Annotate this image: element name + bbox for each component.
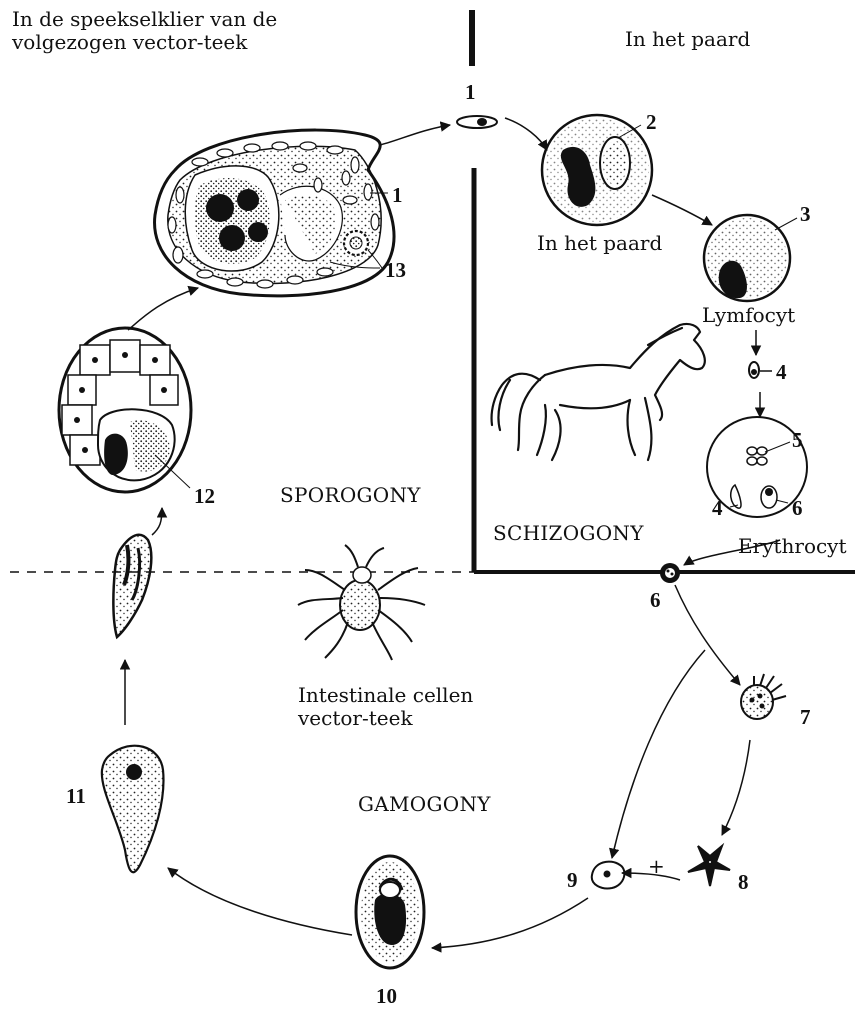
stage-number-1-gland: 1 <box>392 183 403 208</box>
stage-number-4-ring: 4 <box>712 496 723 521</box>
tick-salivary-gland-label: In de speekselklier van de volgezogen ve… <box>12 8 277 54</box>
stage-number-13: 13 <box>385 258 406 283</box>
stage-number-6: 6 <box>650 588 661 613</box>
ray-body-stage <box>741 674 786 719</box>
stage-number-5: 5 <box>792 428 803 453</box>
sporogony-label: SPOROGONY <box>280 484 421 507</box>
zygote-stage <box>592 862 625 889</box>
star-gamete-stage <box>688 846 730 886</box>
stage-number-11: 11 <box>66 784 86 809</box>
stage-number-10: 10 <box>376 984 397 1009</box>
sporoblast-stage <box>113 535 151 637</box>
horse-header-label: In het paard <box>625 28 750 51</box>
lymphocyte-cell <box>704 215 797 301</box>
stage-number-2: 2 <box>646 110 657 135</box>
horse-cell-label: In het paard <box>537 232 662 255</box>
stage-number-1-top: 1 <box>465 80 476 105</box>
stage-number-7: 7 <box>800 705 811 730</box>
ookinete-stage <box>102 746 164 873</box>
tick-drawing <box>298 545 425 660</box>
stage-number-9: 9 <box>567 868 578 893</box>
intestinal-cells-label: Intestinale cellen vector-teek <box>298 684 473 730</box>
lymphocyte-label: Lymfocyt <box>702 304 795 327</box>
plus-sign: + <box>648 855 665 878</box>
stage-number-12: 12 <box>194 484 215 509</box>
erythrocyte-label: Erythrocyt <box>738 535 847 558</box>
horse-drawing <box>492 324 705 460</box>
sporozoite-stage <box>457 116 497 128</box>
merozoite-stage <box>749 362 772 378</box>
gametocyte-stage <box>660 563 680 583</box>
schizogony-label: SCHIZOGONY <box>493 522 644 545</box>
salivary-gland-acinus <box>155 130 394 296</box>
kinete-stage <box>356 856 424 968</box>
gamogony-label: GAMOGONY <box>358 793 491 816</box>
stage-number-6-erythrocyte: 6 <box>792 496 803 521</box>
stage-number-8: 8 <box>738 870 749 895</box>
infected-leukocyte <box>542 115 652 225</box>
stage-number-3: 3 <box>800 202 811 227</box>
sporont-cell <box>59 328 191 492</box>
stage-number-4-merozoite: 4 <box>776 360 787 385</box>
